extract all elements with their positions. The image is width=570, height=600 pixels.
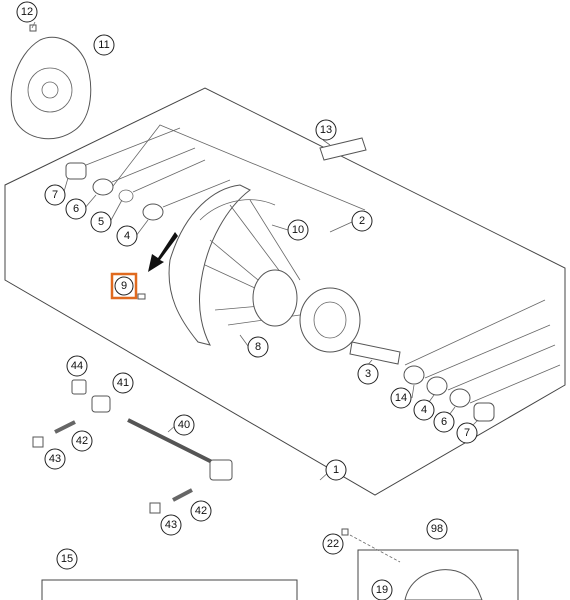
rear-sprocket: [404, 569, 483, 600]
svg-text:7: 7: [464, 427, 470, 439]
callout-6-left: 6: [65, 198, 87, 220]
callout-41: 41: [112, 372, 134, 394]
sub-assembly-box-98: [357, 549, 519, 600]
svg-text:42: 42: [76, 435, 88, 447]
callout-7-right: 7: [456, 422, 478, 444]
disc-bolt: [29, 24, 37, 32]
callout-15: 15: [56, 548, 78, 570]
callout-14: 14: [390, 387, 412, 409]
shaft-seal-left: [92, 178, 114, 196]
spindle-head: [209, 459, 233, 481]
svg-text:14: 14: [395, 392, 407, 404]
svg-text:15: 15: [61, 553, 73, 565]
callouts: 12 11 13 2 7 6 5 4 10 9 8 3 14 4 6 7 44 …: [16, 1, 478, 600]
nut-43a: [32, 436, 44, 448]
callout-22: 22: [322, 533, 344, 555]
callout-8: 8: [247, 336, 269, 358]
svg-text:5: 5: [98, 216, 104, 228]
svg-text:42: 42: [195, 505, 207, 517]
callout-19: 19: [371, 579, 393, 600]
leader-lines: [31, 21, 479, 481]
svg-text:12: 12: [21, 6, 33, 18]
callout-40: 40: [173, 414, 195, 436]
rim: [168, 184, 276, 346]
screw-42b: [172, 488, 193, 502]
callout-4-right: 4: [413, 399, 435, 421]
circlip-left: [118, 189, 134, 203]
callout-44: 44: [66, 355, 88, 377]
callout-42-right: 42: [190, 500, 212, 522]
svg-text:6: 6: [441, 416, 447, 428]
callout-10: 10: [287, 219, 309, 241]
svg-text:43: 43: [49, 453, 61, 465]
svg-text:2: 2: [359, 215, 365, 227]
svg-text:98: 98: [431, 523, 443, 535]
bearing-right-inner: [403, 365, 425, 385]
wheel-spindle: [127, 418, 219, 467]
svg-text:11: 11: [98, 39, 109, 51]
bearing-right: [426, 376, 448, 396]
nut-44: [71, 379, 87, 395]
svg-text:44: 44: [71, 360, 83, 372]
callout-4-left: 4: [116, 225, 138, 247]
callout-11: 11: [93, 34, 115, 56]
callout-5: 5: [90, 211, 112, 233]
callout-43-left: 43: [44, 448, 66, 470]
bearing-left: [142, 203, 164, 221]
hub-spacer: [349, 341, 401, 365]
spoke-nipple-bag: [319, 137, 367, 161]
nut-43b: [149, 502, 161, 514]
callout-2: 2: [351, 210, 373, 232]
svg-text:22: 22: [327, 538, 339, 550]
direction-arrow: [148, 232, 178, 272]
callout-13: 13: [315, 119, 337, 141]
svg-text:13: 13: [320, 124, 332, 136]
inner-frame-lines: [109, 124, 366, 211]
svg-text:3: 3: [365, 368, 371, 380]
spoke-nipple: [137, 293, 146, 300]
shaft-seal-right: [449, 388, 471, 408]
svg-text:10: 10: [292, 224, 304, 236]
wheel-assembly-frame: [4, 87, 566, 496]
callout-3: 3: [357, 363, 379, 385]
svg-text:9: 9: [121, 280, 127, 292]
callout-42-left: 42: [71, 430, 93, 452]
callout-98: 98: [426, 518, 448, 540]
hub-and-spokes: [204, 199, 361, 353]
svg-text:6: 6: [73, 203, 79, 215]
callout-7-left: 7: [44, 184, 66, 206]
sprocket-bolt: [341, 528, 349, 536]
screw-42a: [54, 420, 76, 434]
brake-disc: [10, 36, 92, 140]
chain-adjuster-41: [91, 395, 111, 413]
callout-6-right: 6: [433, 411, 455, 433]
svg-text:41: 41: [117, 377, 129, 389]
svg-text:1: 1: [333, 464, 339, 476]
sub-assembly-box-15: [41, 579, 298, 600]
callout-43-right: 43: [160, 514, 182, 536]
svg-text:19: 19: [376, 584, 388, 596]
svg-text:43: 43: [165, 519, 177, 531]
callout-9-highlighted[interactable]: 9: [110, 272, 138, 300]
svg-text:8: 8: [255, 341, 261, 353]
svg-text:40: 40: [178, 419, 190, 431]
svg-text:4: 4: [124, 230, 130, 242]
svg-text:7: 7: [52, 189, 58, 201]
svg-text:4: 4: [421, 404, 427, 416]
spacer-right: [473, 402, 495, 422]
callout-12: 12: [16, 1, 38, 23]
spacer-left: [65, 162, 87, 180]
callout-1: 1: [325, 459, 347, 481]
